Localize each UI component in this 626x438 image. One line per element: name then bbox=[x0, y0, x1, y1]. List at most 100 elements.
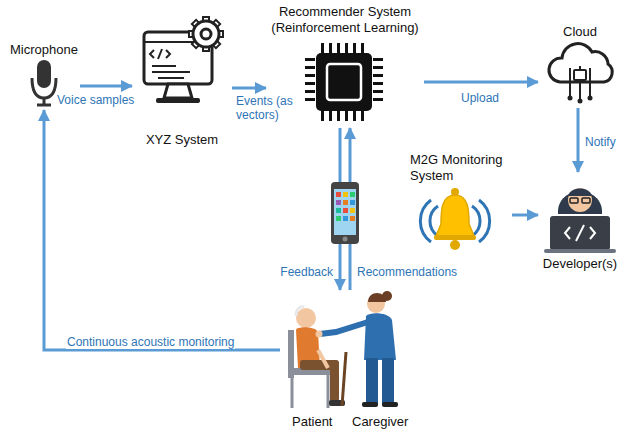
bell-icon-part bbox=[436, 195, 474, 236]
patient-caregiver-illustration-part bbox=[291, 375, 294, 408]
edge-label: Upload bbox=[460, 91, 500, 105]
edge-label: Notify bbox=[584, 135, 617, 149]
text-slot: XYZ System bbox=[132, 130, 232, 148]
chip-icon bbox=[310, 48, 378, 116]
computer-icon-part-part bbox=[201, 29, 211, 39]
patient-caregiver-illustration-part bbox=[382, 358, 394, 404]
patient-caregiver-illustration-part bbox=[296, 308, 316, 328]
microphone-icon bbox=[32, 60, 56, 105]
node-label: Caregiver bbox=[352, 414, 408, 430]
computer-icon-part bbox=[158, 49, 162, 59]
phone-icon-part bbox=[331, 182, 359, 244]
patient-caregiver-illustration bbox=[288, 291, 398, 408]
developer-icon bbox=[544, 188, 616, 253]
cloud-icon-part bbox=[568, 96, 573, 101]
developer-icon-part bbox=[576, 225, 584, 241]
node-label: XYZ System bbox=[146, 132, 218, 148]
developer-icon-part bbox=[570, 198, 578, 203]
computer-icon-part bbox=[152, 71, 190, 73]
cloud-icon-part bbox=[578, 99, 583, 104]
edge-label: Events (as vectors) bbox=[235, 94, 303, 122]
developer-icon-part bbox=[565, 227, 570, 239]
icon-node: M2G Monitoring System bbox=[410, 152, 512, 252]
cloud-icon-part bbox=[589, 68, 591, 96]
bell-icon bbox=[420, 188, 489, 250]
node-label: Microphone bbox=[10, 42, 78, 58]
node-label: Cloud bbox=[563, 24, 597, 40]
node-label: M2G Monitoring System bbox=[410, 152, 512, 184]
text-slot: Patient bbox=[292, 412, 332, 430]
cloud-icon-part bbox=[574, 70, 586, 80]
phone-icon-part bbox=[350, 216, 355, 221]
phone-icon-part bbox=[343, 192, 348, 197]
text-slot: Recommender System (Reinforcement Learni… bbox=[266, 4, 424, 36]
phone-icon-part bbox=[343, 237, 348, 242]
phone-icon-part bbox=[336, 208, 341, 213]
cloud-icon-part bbox=[569, 68, 571, 96]
computer-icon-part bbox=[158, 77, 184, 79]
phone-icon-part bbox=[350, 192, 355, 197]
chip-icon-part bbox=[373, 58, 383, 106]
text-slot: Developer(s) bbox=[538, 254, 622, 272]
flow-arrow bbox=[232, 87, 266, 90]
computer-icon bbox=[144, 17, 223, 103]
patient-caregiver-illustration-part bbox=[296, 307, 304, 316]
patient-caregiver-illustration-part bbox=[382, 291, 392, 301]
computer-icon-part bbox=[164, 84, 192, 98]
developer-icon-part bbox=[590, 227, 595, 239]
phone-icon-part bbox=[343, 216, 348, 221]
bell-icon-part bbox=[450, 240, 460, 250]
developer-icon-part bbox=[544, 249, 616, 253]
phone-icon-part bbox=[336, 200, 341, 205]
phone-icon bbox=[331, 182, 359, 244]
flow-arrow bbox=[44, 110, 280, 350]
microphone-icon-part bbox=[32, 78, 56, 98]
phone-icon-part bbox=[334, 189, 356, 235]
text-slot: Cloud bbox=[538, 22, 622, 40]
text-slot: M2G Monitoring System bbox=[410, 152, 512, 184]
text-slot: Caregiver bbox=[352, 412, 408, 430]
phone-icon-part bbox=[350, 208, 355, 213]
bell-icon-part bbox=[472, 206, 480, 236]
node-label: Developer(s) bbox=[543, 256, 617, 272]
edge-label: Voice samples bbox=[56, 93, 135, 107]
bell-icon-part bbox=[434, 235, 476, 240]
icon-node: Patient Caregiver bbox=[280, 290, 420, 432]
node-label: Patient bbox=[292, 414, 332, 430]
chip-icon-part bbox=[305, 58, 315, 106]
icon-node: Cloud bbox=[538, 22, 622, 108]
text-slot: Feedback bbox=[262, 262, 334, 280]
chip-icon-part bbox=[321, 43, 369, 53]
developer-icon-part bbox=[582, 198, 590, 203]
cloud-icon-part bbox=[588, 96, 593, 101]
flow-arrow bbox=[577, 108, 580, 172]
developer-icon-part bbox=[568, 189, 592, 197]
text-slot: Recommendations bbox=[356, 262, 458, 280]
computer-icon-part bbox=[150, 50, 154, 58]
text-slot: Voice samples bbox=[56, 90, 135, 108]
flow-arrow bbox=[424, 81, 538, 84]
bell-icon-part bbox=[430, 206, 438, 236]
patient-caregiver-illustration-part bbox=[362, 402, 378, 407]
patient-caregiver-illustration-part bbox=[342, 352, 346, 406]
edge-label: Feedback bbox=[279, 265, 334, 279]
text-slot: Continuous acoustic monitoring bbox=[66, 332, 235, 350]
chip-icon-part bbox=[321, 111, 369, 121]
computer-icon-part bbox=[166, 50, 170, 58]
flow-arrow bbox=[512, 214, 538, 217]
computer-icon-part bbox=[189, 17, 223, 51]
bell-icon-part bbox=[420, 200, 431, 242]
patient-caregiver-illustration-part bbox=[330, 360, 339, 402]
edge-label: Recommendations bbox=[356, 265, 458, 279]
computer-icon-part bbox=[156, 98, 200, 103]
text-slot: Notify bbox=[584, 132, 617, 150]
phone-icon-part bbox=[336, 216, 341, 221]
chip-icon-part bbox=[327, 64, 361, 100]
bell-icon-part bbox=[479, 200, 490, 242]
phone-icon-part bbox=[343, 200, 348, 205]
developer-icon-part bbox=[568, 188, 592, 212]
text-slot: Microphone bbox=[8, 40, 80, 58]
developer-icon-part bbox=[550, 216, 610, 250]
computer-icon-part-part bbox=[193, 21, 219, 47]
microphone-icon-part bbox=[37, 104, 51, 107]
